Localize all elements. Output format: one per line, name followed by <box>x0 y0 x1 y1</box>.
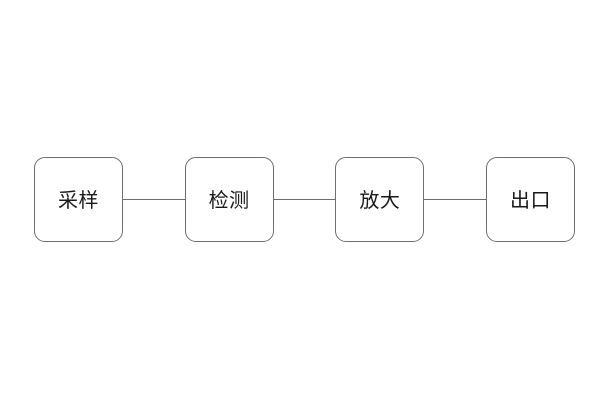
flow-chain: 采样 检测 放大 出口 <box>34 157 576 242</box>
node-sampling[interactable]: 采样 <box>34 157 123 242</box>
node-amplification[interactable]: 放大 <box>335 157 425 242</box>
connector-detection-to-amplification <box>272 199 337 200</box>
connector-amplification-to-outlet <box>423 199 488 200</box>
connector-sampling-to-detection <box>122 199 186 200</box>
node-detection[interactable]: 检测 <box>184 157 274 242</box>
node-outlet[interactable]: 出口 <box>486 157 576 242</box>
node-label-sampling: 采样 <box>58 187 99 212</box>
node-label-outlet: 出口 <box>510 187 552 212</box>
node-label-amplification: 放大 <box>359 187 401 212</box>
node-label-detection: 检测 <box>208 187 250 212</box>
